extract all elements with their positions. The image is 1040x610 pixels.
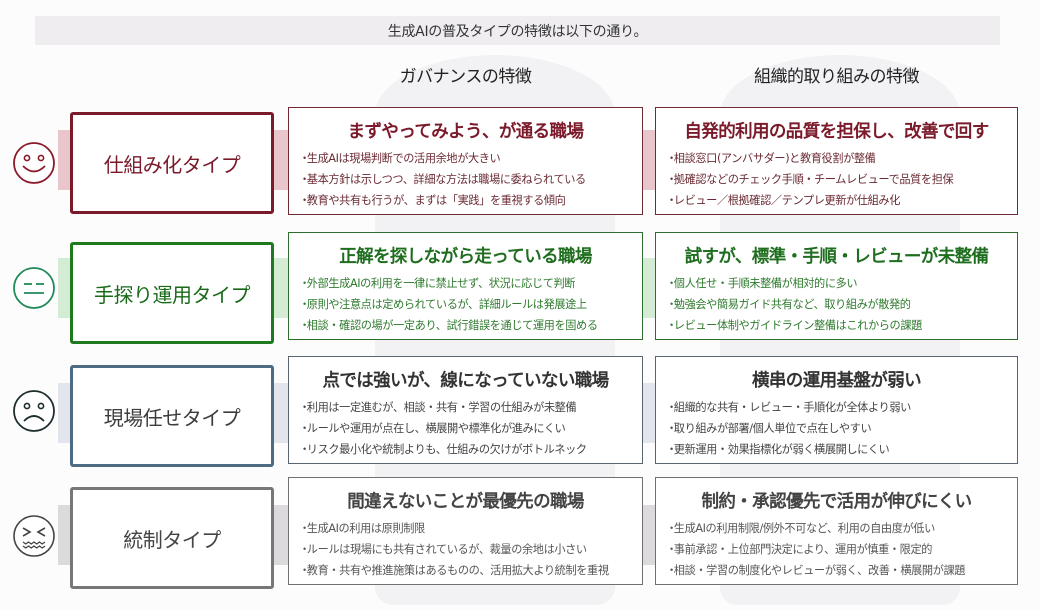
summary-banner-text: 生成AIの普及タイプの特徴は以下の通り。 xyxy=(387,23,648,40)
bullet-item: 個人任せ・手順未整備が相対的に多い xyxy=(670,273,1017,294)
bullet-item: 生成AIの利用制限/例外不可など、利用の自由度が低い xyxy=(670,518,1017,539)
bullet-item: ルールや運用が点在し、横展開や標準化が進みにくい xyxy=(303,418,642,439)
bullet-list: 生成AIは現場判断での活用余地が大きい 基本方針は示しつつ、詳細な方法は職場に委… xyxy=(303,148,642,211)
bullet-item: 生成AIの利用は原則制限 xyxy=(303,518,642,539)
bullet-item: 相談・確認の場が一定あり、試行錯誤を通じて運用を固める xyxy=(303,315,642,336)
governance-card: 点では強いが、線になっていない職場 利用は一定進むが、相談・共有・学習の仕組みが… xyxy=(288,356,643,464)
organization-column-header: 組織的取り組みの特徴 xyxy=(754,67,920,87)
bullet-item: 取り組みが部署/個人単位で点在しやすい xyxy=(670,418,1017,439)
bullet-item: 更新運用・効果指標化が弱く横展開しにくい xyxy=(670,439,1017,460)
organization-card: 試すが、標準・手順・レビューが未整備 個人任せ・手順未整備が相対的に多い 勉強会… xyxy=(655,232,1018,340)
bullet-item: 事前承認・上位部門決定により、運用が慎重・限定的 xyxy=(670,539,1017,560)
card-title: 間違えないことが最優先の職場 xyxy=(347,492,584,512)
bullet-list: 外部生成AIの利用を一律に禁止せず、状況に応じて判断 原則や注意点は定められてい… xyxy=(303,273,642,336)
type-label-box: 手探り運用タイプ xyxy=(70,242,274,344)
card-title: 制約・承認優先で活用が伸びにくい xyxy=(701,492,972,512)
type-label-box: 統制タイプ xyxy=(70,487,274,589)
bullet-item: 拠確認などのチェック手順・チームレビューで品質を担保 xyxy=(670,169,1017,190)
type-label: 手探り運用タイプ xyxy=(94,282,251,307)
card-title: 横串の運用基盤が弱い xyxy=(752,371,922,391)
card-title: 試すが、標準・手順・レビューが未整備 xyxy=(684,247,989,267)
type-label-box: 現場任せタイプ xyxy=(70,365,274,467)
smile-face-icon xyxy=(13,142,55,184)
bullet-item: 基本方針は示しつつ、詳細な方法は職場に委ねられている xyxy=(303,169,642,190)
card-title: 自発的利用の品質を担保し、改善で回す xyxy=(684,122,989,142)
summary-banner: 生成AIの普及タイプの特徴は以下の通り。 xyxy=(35,16,1000,45)
governance-card: 間違えないことが最優先の職場 生成AIの利用は原則制限 ルールは現場にも共有され… xyxy=(288,477,643,585)
type-label: 現場任せタイプ xyxy=(103,405,241,430)
bullet-item: 相談・学習の制度化やレビューが弱く、改善・横展開が課題 xyxy=(670,560,1017,581)
bullet-item: レビュー／根拠確認／テンプレ更新が仕組み化 xyxy=(670,190,1017,211)
bullet-item: 生成AIは現場判断での活用余地が大きい xyxy=(303,148,642,169)
bullet-list: 利用は一定進むが、相談・共有・学習の仕組みが未整備 ルールや運用が点在し、横展開… xyxy=(303,397,642,460)
type-label-box: 仕組み化タイプ xyxy=(70,112,274,214)
bullet-item: 原則や注意点は定められているが、詳細ルールは発展途上 xyxy=(303,294,642,315)
sad-face-icon xyxy=(13,390,55,432)
governance-card: 正解を探しながら走っている職場 外部生成AIの利用を一律に禁止せず、状況に応じて… xyxy=(288,232,643,340)
bullet-item: 外部生成AIの利用を一律に禁止せず、状況に応じて判断 xyxy=(303,273,642,294)
bullet-item: ルールは現場にも共有されているが、裁量の余地は小さい xyxy=(303,539,642,560)
bullet-list: 組織的な共有・レビュー・手順化が全体より弱い 取り組みが部署/個人単位で点在しや… xyxy=(670,397,1017,460)
bullet-item: 教育・共有や推進施策はあるものの、活用拡大より統制を重視 xyxy=(303,560,642,581)
bullet-list: 生成AIの利用制限/例外不可など、利用の自由度が低い 事前承認・上位部門決定によ… xyxy=(670,518,1017,581)
bullet-item: 利用は一定進むが、相談・共有・学習の仕組みが未整備 xyxy=(303,397,642,418)
bullet-item: 相談窓口(アンバサダー)と教育役割が整備 xyxy=(670,148,1017,169)
type-label: 仕組み化タイプ xyxy=(103,152,241,177)
bullet-list: 相談窓口(アンバサダー)と教育役割が整備 拠確認などのチェック手順・チームレビュ… xyxy=(670,148,1017,211)
distressed-face-icon xyxy=(13,515,55,557)
bullet-list: 個人任せ・手順未整備が相対的に多い 勉強会や簡易ガイド共有など、取り組みが散発的… xyxy=(670,273,1017,336)
bullet-list: 生成AIの利用は原則制限 ルールは現場にも共有されているが、裁量の余地は小さい … xyxy=(303,518,642,581)
governance-card: まずやってみよう、が通る職場 生成AIは現場判断での活用余地が大きい 基本方針は… xyxy=(288,107,643,215)
card-title: 点では強いが、線になっていない職場 xyxy=(322,371,609,391)
neutral-face-icon xyxy=(13,267,55,309)
organization-card: 自発的利用の品質を担保し、改善で回す 相談窓口(アンバサダー)と教育役割が整備 … xyxy=(655,107,1018,215)
bullet-item: リスク最小化や統制よりも、仕組みの欠けがボトルネック xyxy=(303,439,642,460)
bullet-item: 教育や共有も行うが、まずは「実践」を重視する傾向 xyxy=(303,190,642,211)
card-title: 正解を探しながら走っている職場 xyxy=(339,247,592,267)
organization-card: 横串の運用基盤が弱い 組織的な共有・レビュー・手順化が全体より弱い 取り組みが部… xyxy=(655,356,1018,464)
governance-column-header: ガバナンスの特徴 xyxy=(399,67,532,87)
card-title: まずやってみよう、が通る職場 xyxy=(347,122,584,142)
bullet-item: 勉強会や簡易ガイド共有など、取り組みが散発的 xyxy=(670,294,1017,315)
bullet-item: レビュー体制やガイドライン整備はこれからの課題 xyxy=(670,315,1017,336)
type-label: 統制タイプ xyxy=(123,527,221,552)
bullet-item: 組織的な共有・レビュー・手順化が全体より弱い xyxy=(670,397,1017,418)
organization-card: 制約・承認優先で活用が伸びにくい 生成AIの利用制限/例外不可など、利用の自由度… xyxy=(655,477,1018,585)
